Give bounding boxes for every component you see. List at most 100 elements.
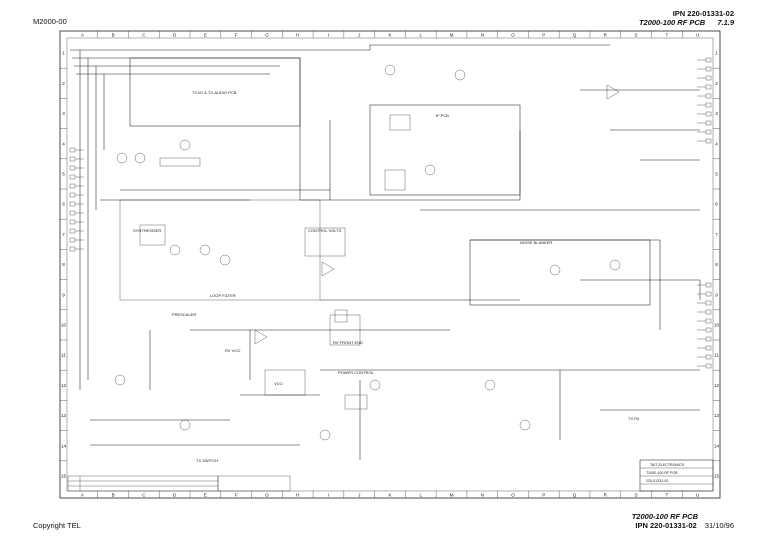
connector-pin [705,102,712,108]
column-marker-O: O [511,32,515,37]
row-marker-10: 10 [61,323,67,328]
transistor-symbol [179,139,191,151]
transistor-symbol [114,374,126,386]
connector-pin [69,219,76,225]
if-pcb-label: IF PCB [436,113,449,118]
column-marker-T: T [665,32,668,37]
title-block-frame [639,459,714,492]
row-marker-3: 3 [715,111,718,116]
footer-ipn-line: IPN 220-01331-02 31/10/96 [635,521,734,530]
transistor-symbol [609,259,621,271]
control-volts-label: CONTROL VOLTS [308,228,342,233]
column-marker-E: E [204,492,207,497]
title-block-drawing-title: T2000-100 RF PCB [646,471,678,475]
connector-pin [705,66,712,72]
connector-pin [705,57,712,63]
opamp-symbol [606,84,620,100]
connector-pin [705,354,712,360]
column-marker-T: T [665,492,668,497]
row-marker-13: 13 [714,413,720,418]
noise-blanker-block [469,239,651,306]
transistor-symbol [384,64,396,76]
connector-pin [69,237,76,243]
column-marker-D: D [173,32,177,37]
title-block: TAIT ELECTRONICS T2000-100 RF PCB 220-01… [67,459,714,492]
row-marker-11: 11 [61,353,66,358]
vco-label: VCO [274,381,283,386]
connector-pins-left [69,147,84,252]
row-marker-12: 12 [714,383,720,388]
doc-code: M2000-00 [33,17,67,26]
row-marker-6: 6 [62,202,65,207]
row-marker-12: 12 [61,383,67,388]
row-marker-10: 10 [714,323,720,328]
column-marker-O: O [511,492,515,497]
transistor-symbol [116,152,128,164]
column-marker-M: M [450,32,454,37]
column-marker-K: K [388,32,392,37]
connector-pin [705,336,712,342]
bus-lines [70,44,701,460]
column-marker-I: I [328,32,329,37]
column-marker-E: E [204,32,207,37]
revision-table [67,475,219,492]
transistor-symbol [179,419,191,431]
column-marker-B: B [112,492,115,497]
rx-front-end-label: RX FRONT END [333,340,363,345]
title-block-drawing-number: 220-01331-02 [646,479,668,483]
column-marker-B: B [112,32,115,37]
row-marker-7: 7 [62,232,65,237]
column-marker-H: H [296,492,299,497]
transistor-symbol [484,379,496,391]
row-marker-4: 4 [62,141,65,146]
connector-pin [705,138,712,144]
connector-pin [69,156,76,162]
column-marker-S: S [635,492,638,497]
connector-pin [705,93,712,99]
ic-symbol [389,114,411,131]
column-marker-N: N [481,32,484,37]
row-marker-14: 14 [714,443,720,448]
connector-pin [69,201,76,207]
tx-switch-label: TX SWITCH [196,458,218,463]
ic-symbol [344,394,368,410]
connector-pin [705,282,712,288]
transistor-symbol [549,264,561,276]
row-marker-15: 15 [61,474,67,479]
row-marker-2: 2 [715,81,718,86]
rx-front-end-box [329,314,361,346]
title-block-company: TAIT ELECTRONICS [650,463,685,467]
ic-symbol [384,169,406,191]
column-marker-J: J [358,32,360,37]
column-marker-H: H [296,32,299,37]
footer-date: 31/10/96 [704,521,734,530]
column-marker-Q: Q [573,492,577,497]
connector-pin [705,327,712,333]
row-marker-3: 3 [62,111,65,116]
connector-pin [705,129,712,135]
connector-pin [705,300,712,306]
column-marker-C: C [142,492,146,497]
inner-frame [66,37,714,492]
ic-symbol [139,224,166,246]
row-marker-6: 6 [715,202,718,207]
header-section: 7.1.9 [717,18,734,27]
rx-vco-label: RX VCO [225,348,240,353]
row-marker-5: 5 [62,172,65,177]
column-marker-U: U [696,492,699,497]
column-marker-S: S [635,32,638,37]
vco-box [264,369,306,396]
row-marker-13: 13 [61,413,67,418]
connector-pin [69,174,76,180]
if-pcb-block [369,104,521,196]
transistor-symbol [199,244,211,256]
transistor-symbol [424,164,436,176]
column-marker-D: D [173,492,177,497]
connector-pin [69,165,76,171]
row-marker-14: 14 [61,443,67,448]
noise-blanker-label: NOISE BLANKER [520,240,552,245]
tcxo-label: TCXO & TX-AUDIO PCB [192,90,237,95]
column-marker-U: U [696,32,699,37]
loop-filter-label: LOOP FILTER [210,293,236,298]
